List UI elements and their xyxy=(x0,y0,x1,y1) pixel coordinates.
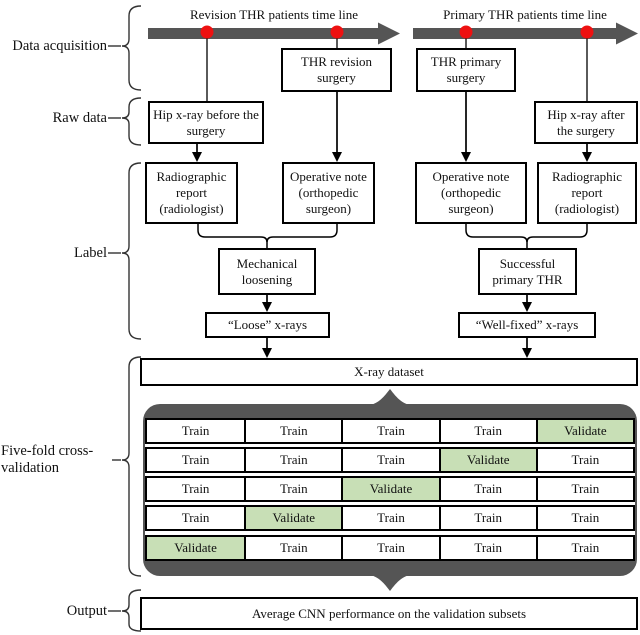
fold-cell-validate: Validate xyxy=(244,507,342,529)
box-hip-xray-before: Hip x-ray before the surgery xyxy=(148,101,264,144)
brace-output xyxy=(121,589,142,632)
brace-label xyxy=(121,162,142,340)
revision-timeline-arrowhead xyxy=(378,22,400,45)
fold-cell: Train xyxy=(181,510,210,525)
fold-cell: Train xyxy=(438,507,536,529)
cv-fold-row-5: Validate Train Train Train Train xyxy=(145,535,635,561)
box-operative-note-right: Operative note (orthopedic surgeon) xyxy=(415,162,527,224)
event-drop-lines xyxy=(206,36,588,101)
box-thr-primary-surgery: THR primary surgery xyxy=(416,48,516,92)
primary-timeline-bar xyxy=(413,28,616,39)
fold-cell: Train xyxy=(535,478,633,500)
cv-top-brace-tip xyxy=(362,389,418,412)
section-label-data-acquisition: Data acquisition xyxy=(12,38,107,54)
merge-connectors xyxy=(197,224,588,248)
fold-cell: Train xyxy=(181,481,210,496)
box-mechanical-loosening: Mechanical loosening xyxy=(218,248,316,295)
brace-data-acquisition xyxy=(121,5,142,91)
fold-cell: Train xyxy=(438,420,536,442)
cv-bottom-brace-tip xyxy=(362,568,418,591)
fold-cell: Train xyxy=(244,449,341,471)
fold-cell: Train xyxy=(181,423,210,438)
fold-cell-validate: Validate xyxy=(535,420,633,442)
event-marker-dot xyxy=(459,25,473,39)
primary-timeline-title: Primary THR patients time line xyxy=(443,7,607,22)
box-radiographic-report-left: Radiographic report (radiologist) xyxy=(145,162,238,224)
event-marker-dot xyxy=(200,25,214,39)
fold-cell: Train xyxy=(244,420,341,442)
cv-fold-row-4: Train Validate Train Train Train xyxy=(145,505,635,531)
box-xray-dataset: X-ray dataset xyxy=(140,358,638,386)
primary-timeline-arrowhead xyxy=(616,22,638,45)
fold-cell: Train xyxy=(341,449,438,471)
fold-cell: Train xyxy=(341,420,438,442)
fold-cell: Train xyxy=(244,537,341,559)
revision-timeline-title: Revision THR patients time line xyxy=(189,7,359,22)
cv-fold-row-2: Train Train Train Validate Train xyxy=(145,447,635,473)
brace-raw-data xyxy=(121,97,142,146)
section-label-label: Label xyxy=(73,245,107,261)
box-well-fixed-xrays: “Well-fixed” x-rays xyxy=(458,312,596,338)
box-output-performance: Average CNN performance on the validatio… xyxy=(140,597,638,630)
event-marker-dots xyxy=(200,25,594,39)
box-radiographic-report-right: Radiographic report (radiologist) xyxy=(537,162,637,224)
fold-cell: Train xyxy=(535,507,633,529)
box-successful-primary-thr: Successful primary THR xyxy=(478,248,577,295)
fold-cell: Train xyxy=(535,449,633,471)
box-hip-xray-after: Hip x-ray after the surgery xyxy=(534,101,638,144)
box-thr-revision-surgery: THR revision surgery xyxy=(281,48,392,92)
fold-cell: Train xyxy=(438,478,536,500)
fold-cell: Train xyxy=(341,537,438,559)
fold-cell-validate: Validate xyxy=(147,537,245,559)
cv-fold-row-3: Train Train Validate Train Train xyxy=(145,476,635,502)
fold-cell: Train xyxy=(535,537,633,559)
event-marker-dot xyxy=(580,25,594,39)
fold-cell: Train xyxy=(244,478,341,500)
cv-fold-row-1: Train Train Train Train Validate xyxy=(145,418,635,444)
fold-cell-validate: Validate xyxy=(341,478,439,500)
section-label-raw-data: Raw data xyxy=(52,110,107,126)
event-marker-dot xyxy=(330,25,344,39)
fold-cell: Train xyxy=(181,452,210,467)
section-braces xyxy=(108,5,142,632)
fold-cell: Train xyxy=(341,507,438,529)
revision-timeline-bar xyxy=(148,28,378,39)
box-loose-xrays: “Loose” x-rays xyxy=(205,312,330,338)
box-operative-note-left: Operative note (orthopedic surgeon) xyxy=(282,162,375,224)
flow-arrowheads xyxy=(192,152,592,358)
brace-five-fold xyxy=(121,356,142,577)
section-label-five-fold: Five-fold cross-validation xyxy=(1,443,94,476)
section-label-output: Output xyxy=(66,603,107,619)
fold-cell-validate: Validate xyxy=(438,449,536,471)
fold-cell: Train xyxy=(438,537,536,559)
